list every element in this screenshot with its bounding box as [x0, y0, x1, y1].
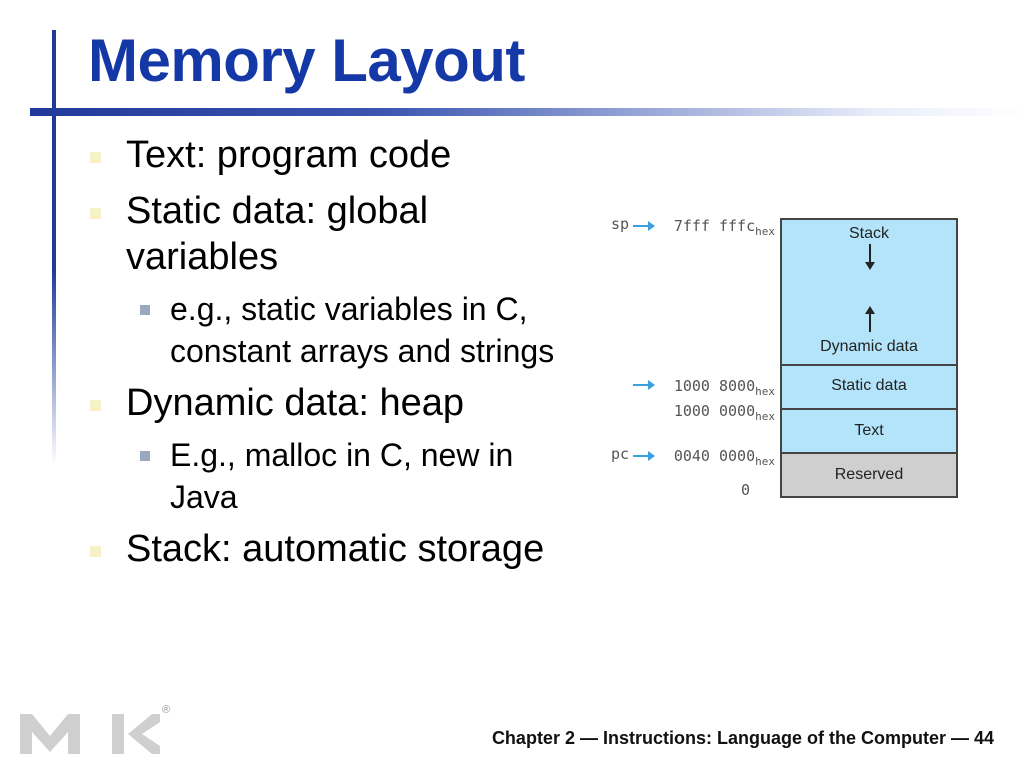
bullet-square-icon	[90, 546, 101, 557]
address-text-start: 0040 0000hex	[674, 447, 775, 468]
heap-grows-up-arrow-icon	[865, 306, 875, 332]
hex-suffix: hex	[755, 385, 775, 398]
static-data-segment: Static data	[780, 364, 958, 410]
bullet-text: Text: program code	[126, 134, 452, 176]
address-value: 1000 8000	[673, 377, 756, 395]
mk-logo-icon	[20, 714, 160, 754]
hex-suffix: hex	[755, 225, 775, 238]
bullet-text: Stack: automatic storage	[126, 528, 545, 570]
dynamic-data-label: Dynamic data	[820, 338, 918, 355]
sub-bullet-square-icon	[140, 451, 150, 461]
bullet-text: Static data: global variables	[126, 190, 429, 278]
sp-register-label: sp	[611, 215, 630, 233]
stack-label: Stack	[848, 225, 889, 242]
bullet-square-icon	[90, 208, 101, 219]
stack-grows-down-arrow-icon	[865, 244, 875, 270]
static-data-label: Static data	[831, 377, 907, 394]
sub-bullet-square-icon	[140, 305, 150, 315]
bullet-list: Text: program code Static data: global v…	[88, 132, 588, 582]
title-accent-vertical-bar	[52, 30, 56, 465]
address-value: 7fff fffc	[673, 217, 756, 235]
registered-trademark: ®	[162, 704, 171, 716]
address-stack-top: 7fff fffchex	[674, 217, 775, 238]
static-pointer-arrow-icon	[633, 380, 655, 390]
title-accent-horizontal-bar	[30, 108, 1024, 116]
hex-suffix: hex	[755, 410, 775, 423]
address-zero: 0	[740, 481, 750, 499]
bullet-item: Text: program code	[88, 132, 588, 178]
memory-layout-diagram: sp 7fff fffchex 1000 8000hex 1000 0000he…	[600, 210, 980, 510]
address-value: 0040 0000	[673, 447, 756, 465]
pc-pointer-arrow-icon	[633, 451, 655, 461]
slide-footer: Chapter 2 — Instructions: Language of th…	[491, 728, 994, 748]
sub-bullet-text: e.g., static variables in C, constant ar…	[170, 291, 555, 369]
bullet-text: Dynamic data: heap	[126, 382, 464, 424]
address-static-start: 1000 8000hex	[674, 377, 775, 398]
bullet-item: Dynamic data: heap	[88, 380, 588, 426]
sp-pointer-arrow-icon	[633, 221, 655, 231]
sub-bullet-item: E.g., malloc in C, new in Java	[88, 434, 588, 518]
text-segment-label: Text	[854, 422, 884, 439]
bullet-item: Static data: global variables	[88, 188, 588, 280]
sub-bullet-item: e.g., static variables in C, constant ar…	[88, 288, 588, 372]
sub-bullet-text: E.g., malloc in C, new in Java	[170, 437, 514, 515]
bullet-square-icon	[90, 152, 101, 163]
address-value: 1000 0000	[673, 402, 756, 420]
slide-title: Memory Layout	[88, 27, 525, 94]
pc-register-label: pc	[611, 445, 630, 463]
text-segment: Text	[780, 408, 958, 454]
hex-suffix: hex	[755, 455, 775, 468]
address-text-end: 1000 0000hex	[674, 402, 775, 423]
stack-segment: Stack Dynamic data	[780, 218, 958, 366]
bullet-item: Stack: automatic storage	[88, 526, 588, 572]
reserved-label: Reserved	[834, 466, 904, 483]
bullet-square-icon	[90, 400, 101, 411]
reserved-segment: Reserved	[780, 452, 958, 498]
